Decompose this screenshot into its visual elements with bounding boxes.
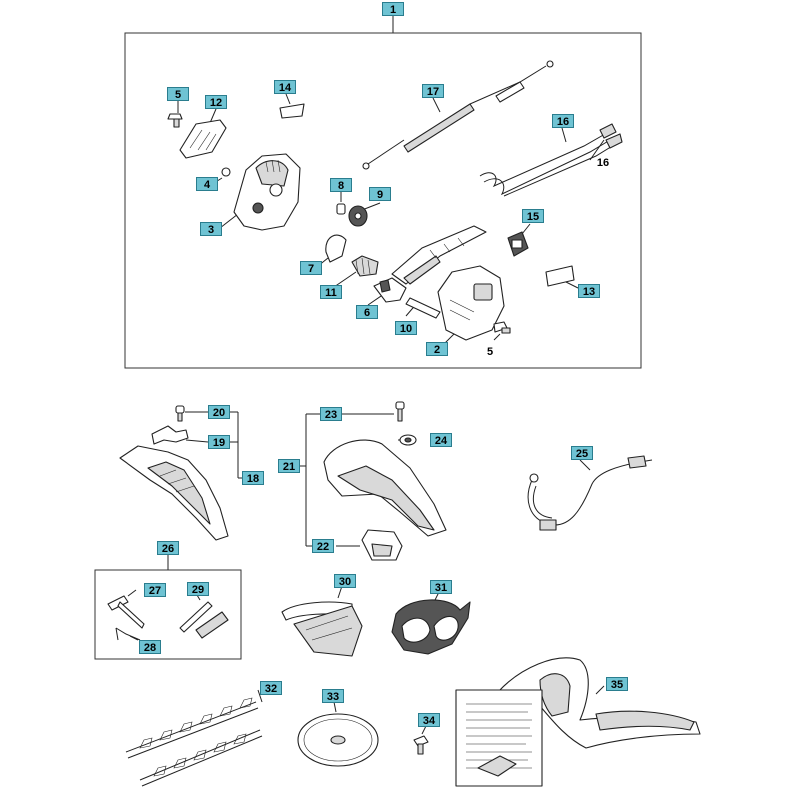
callout-25[interactable]: 25 [571, 446, 593, 460]
part-28-hexkey [115, 627, 141, 641]
group-26-box [94, 555, 242, 660]
part-24-nut [399, 434, 417, 446]
part-30-bag [281, 585, 363, 657]
callout-9[interactable]: 9 [369, 187, 391, 201]
callout-20[interactable]: 20 [208, 405, 230, 419]
part-5b-screw [493, 321, 511, 341]
callout-1[interactable]: 1 [382, 2, 404, 16]
part-14-label [279, 93, 305, 119]
part-16-harness [479, 123, 623, 197]
part-strap [391, 225, 487, 285]
part-35-harness [455, 657, 701, 787]
part-5-screw [167, 101, 183, 128]
callout-32[interactable]: 32 [260, 681, 282, 695]
callout-11[interactable]: 11 [320, 285, 342, 299]
callout-15[interactable]: 15 [522, 209, 544, 223]
callout-4[interactable]: 4 [196, 177, 218, 191]
callout-24[interactable]: 24 [430, 433, 452, 447]
callout-2[interactable]: 2 [426, 342, 448, 356]
part-2-housing [437, 265, 505, 345]
part-10-rod [405, 297, 441, 319]
callout-21[interactable]: 21 [278, 459, 300, 473]
part-23-screw [395, 401, 405, 422]
callout-26[interactable]: 26 [157, 541, 179, 555]
callout-17[interactable]: 17 [422, 84, 444, 98]
callout-33[interactable]: 33 [322, 689, 344, 703]
callout-5[interactable]: 5 [167, 87, 189, 101]
part-3-housing [219, 153, 301, 231]
callout-14[interactable]: 14 [274, 80, 296, 94]
part-27-wrench [107, 589, 145, 629]
callout-34[interactable]: 34 [418, 713, 440, 727]
callout-19[interactable]: 19 [208, 435, 230, 449]
part-22-block [361, 529, 403, 561]
part-12-plate [179, 108, 227, 159]
part-9-washer [348, 202, 381, 227]
part-15-switch [507, 223, 531, 257]
callout-7[interactable]: 7 [300, 261, 322, 275]
callout-18[interactable]: 18 [242, 471, 264, 485]
part-29-tool [179, 589, 229, 639]
part-32-chains [125, 689, 263, 787]
callout-3[interactable]: 3 [200, 222, 222, 236]
callout-8[interactable]: 8 [330, 178, 352, 192]
part-20-screw [175, 405, 185, 422]
callout-30[interactable]: 30 [334, 574, 356, 588]
part-31-goggles [391, 589, 471, 655]
part-13-label [545, 265, 579, 289]
part-25-harness [527, 455, 653, 531]
assembly-1-frame [124, 16, 642, 369]
callout-28[interactable]: 28 [139, 640, 161, 654]
part-19-clamp [151, 425, 189, 445]
callout-16-top[interactable]: 16 [552, 114, 574, 128]
callout-27[interactable]: 27 [144, 583, 166, 597]
callout-6[interactable]: 6 [356, 305, 378, 319]
part-6-trigger [367, 277, 407, 306]
part-18-guard [119, 445, 229, 541]
part-34-bolt [413, 725, 429, 755]
part-8-pin [336, 192, 346, 215]
group-18-bracket [185, 411, 242, 479]
callout-31[interactable]: 31 [430, 580, 452, 594]
callout-22[interactable]: 22 [312, 539, 334, 553]
callout-13[interactable]: 13 [578, 284, 600, 298]
part-21-cover [323, 439, 447, 537]
callout-10[interactable]: 10 [395, 321, 417, 335]
callout-23[interactable]: 23 [320, 407, 342, 421]
part-7-lever [317, 234, 347, 267]
part-17-cable [362, 60, 554, 170]
callout-16-side[interactable]: 16 [596, 157, 610, 169]
callout-29[interactable]: 29 [187, 582, 209, 596]
callout-35[interactable]: 35 [606, 677, 628, 691]
part-11-spring [333, 255, 379, 288]
callout-12[interactable]: 12 [205, 95, 227, 109]
part-33-blade [297, 701, 379, 767]
callout-5-right[interactable]: 5 [486, 346, 494, 358]
